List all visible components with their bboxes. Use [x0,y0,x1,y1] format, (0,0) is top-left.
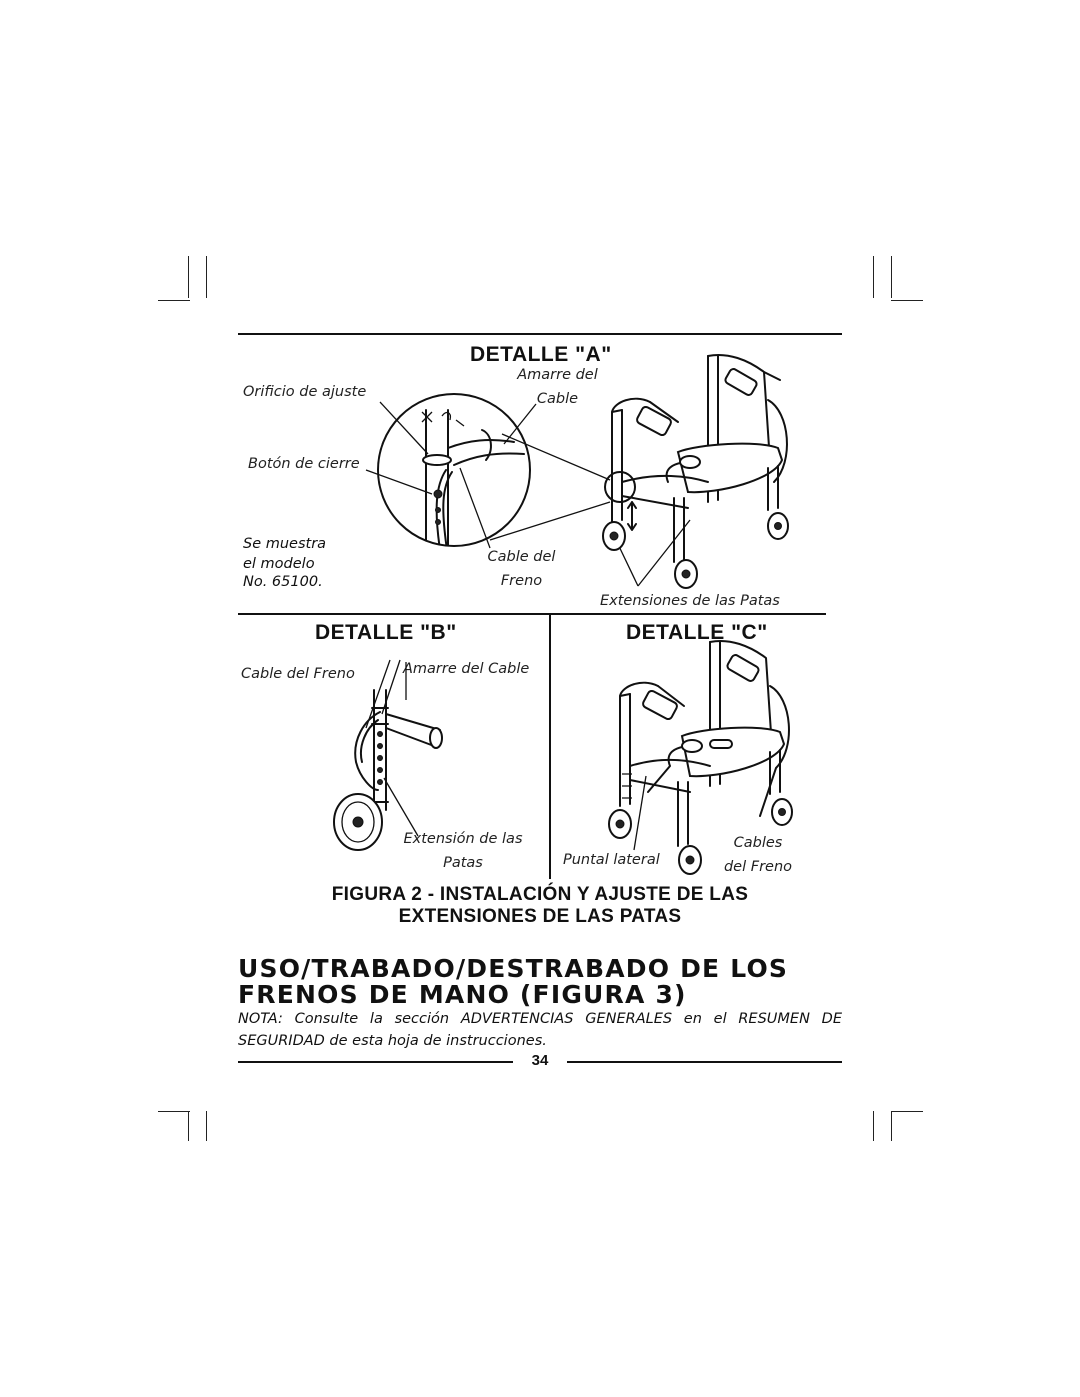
label-cable-del-freno-2: Freno [500,573,543,589]
label-cables-del-freno-2: del Freno [723,859,793,875]
label-extension-de-las-patas-2: Patas [443,855,483,871]
mid-rule [238,613,826,615]
label-puntal-lateral: Puntal lateral [563,852,660,868]
label-extension-de-las-patas-1: Extensión de las [403,831,523,847]
detail-a-magnified-illustration [377,393,531,547]
label-extensiones-de-las-patas: Extensiones de las Patas [600,593,780,609]
label-amarre-del-cable-2: Cable [536,391,579,407]
detail-a-title: DETALLE "A" [470,343,612,366]
label-boton-de-cierre: Botón de cierre [248,456,360,472]
model-note-line1: Se muestra [243,536,327,552]
footer-rule-right [567,1061,842,1063]
model-note-line3: No. 65100. [243,574,323,590]
footer-rule-left [238,1061,513,1063]
nota-paragraph: NOTA: Consulte la sección ADVERTENCIAS G… [238,1011,842,1049]
label-orificio-de-ajuste: Orificio de ajuste [243,384,367,400]
page-number: 34 [531,1052,549,1069]
label-cable-del-freno-b: Cable del Freno [241,666,355,682]
detail-a-leader-lines [365,401,691,587]
detail-b-title: DETALLE "B" [315,621,457,644]
figure-caption-line1: FIGURA 2 - INSTALACIÓN Y AJUSTE DE LAS [331,884,749,905]
model-note-line2: el modelo [243,556,315,572]
detail-c-title: DETALLE "C" [626,621,768,644]
detail-c-walker-illustration [608,640,793,875]
detail-a-walker-illustration [602,354,789,589]
detail-b-leg-illustration [333,659,443,851]
section-heading-line2: FRENOS DE MANO (FIGURA 3) [238,980,687,1009]
label-amarre-del-cable-b: Amarre del Cable [403,661,530,677]
label-cable-del-freno-1: Cable del [487,549,556,565]
figure-caption-line2: EXTENSIONES DE LAS PATAS [398,906,682,927]
label-amarre-del-cable-1: Amarre del [517,367,598,383]
top-rule [238,333,842,335]
label-cables-del-freno-1: Cables [733,835,783,851]
divider-rule [549,613,551,879]
section-heading-line1: USO/TRABADO/DESTRABADO DE LOS [238,954,789,983]
